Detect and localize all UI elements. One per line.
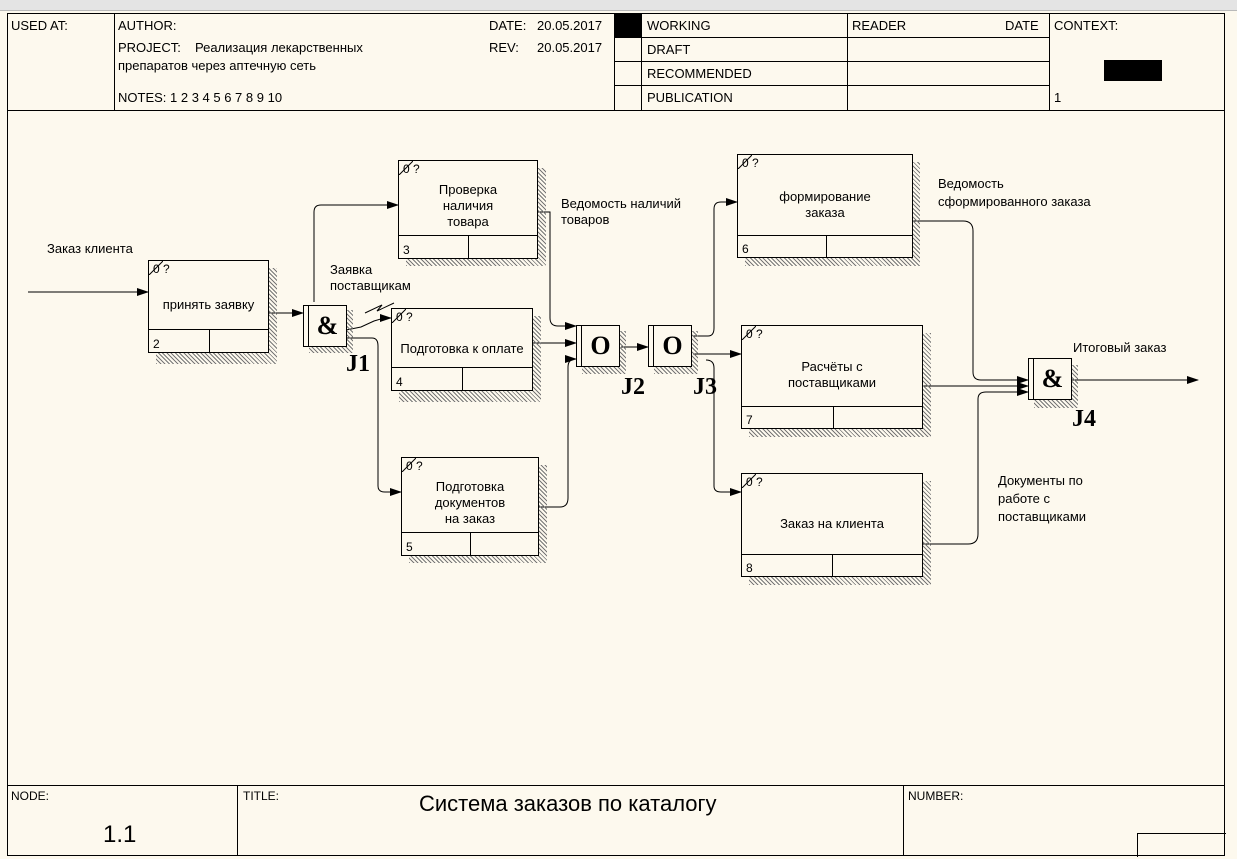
label-supplier-request-1: Заявка: [330, 262, 373, 277]
label-final-order: Итоговый заказ: [1073, 340, 1167, 355]
project-name-line2: препаратов через аптечную сеть: [118, 58, 316, 73]
arrow-box5-to-j2: [539, 355, 577, 508]
label-order-client: Заказ клиента: [47, 241, 133, 256]
label-availability-2: товаров: [561, 212, 610, 227]
author-label: AUTHOR:: [118, 18, 177, 33]
node-label: NODE:: [11, 789, 50, 803]
box-4-name: Подготовка к оплате: [400, 341, 524, 356]
box-3-cost: 0 ?: [403, 162, 420, 176]
project-label: PROJECT:: [118, 40, 181, 55]
junction-j1[interactable]: &: [303, 305, 347, 347]
label-supplier-request-2: поставщикам: [330, 278, 411, 293]
label-availability-1: Ведомость наличий: [561, 196, 681, 211]
context-label: CONTEXT:: [1054, 18, 1119, 33]
idef0-diagram-frame: [7, 13, 1225, 856]
box-8-name: Заказ на клиента: [780, 516, 884, 531]
junction-j3[interactable]: O: [648, 325, 692, 367]
arrow-j1-to-box4: [345, 314, 392, 331]
junction-j2[interactable]: O: [576, 325, 620, 367]
squiggle-supplier-request: [364, 302, 395, 314]
junction-j4-symbol: &: [1033, 359, 1071, 399]
junction-j2-symbol: O: [581, 326, 619, 366]
reader-date-label: DATE: [1005, 18, 1039, 33]
label-docs-2: работе с: [998, 491, 1050, 506]
context-thumbnail: [1104, 60, 1162, 81]
status-recommended: RECOMMENDED: [647, 66, 752, 81]
date-label: DATE:: [489, 18, 527, 33]
junction-j4-label: J4: [1072, 406, 1096, 432]
box-2-cost: 0 ?: [153, 262, 170, 276]
diagram-title: Система заказов по каталогу: [419, 791, 717, 816]
project-name-line1: Реализация лекарственных: [195, 40, 363, 55]
box-7-number: 7: [746, 413, 753, 427]
status-working: WORKING: [647, 18, 711, 33]
box-5-number: 5: [406, 540, 413, 554]
number-label: NUMBER:: [908, 789, 964, 803]
node-value: 1.1: [103, 821, 137, 848]
context-node-number: 1: [1054, 90, 1062, 105]
junction-j3-label: J3: [693, 374, 717, 400]
label-formed-order-1: Ведомость: [938, 176, 1004, 191]
used-at-label: USED AT:: [11, 18, 68, 33]
box-8-number: 8: [746, 561, 753, 575]
status-draft: DRAFT: [647, 42, 691, 57]
box-8-cost: 0 ?: [746, 475, 763, 489]
arrow-j1-to-box5: [346, 337, 402, 496]
date-value: 20.05.2017: [537, 18, 603, 33]
activity-box-4[interactable]: 0 ? Подготовка к оплате 4: [391, 308, 533, 391]
box-2-name: принять заявку: [162, 297, 255, 312]
status-publication: PUBLICATION: [647, 90, 733, 105]
activity-box-8[interactable]: 0 ? Заказ на клиента 8: [741, 473, 923, 577]
box-5-cost: 0 ?: [406, 459, 423, 473]
arrow-j1-to-box3: [313, 201, 399, 302]
arrow-j3-to-box6: [693, 198, 738, 337]
box-2-number: 2: [153, 337, 160, 351]
activity-box-2[interactable]: 0 ? принять заявку 2: [148, 260, 269, 353]
junction-j4[interactable]: &: [1028, 358, 1072, 400]
reader-label: READER: [852, 18, 907, 33]
diagram-footer: NODE: 1.1 TITLE: Система заказов по ката…: [7, 785, 1226, 857]
box-7-cost: 0 ?: [746, 327, 763, 341]
arrow-box8-to-j4: [922, 388, 1029, 545]
label-formed-order-2: сформированного заказа: [938, 194, 1091, 209]
rev-value: 20.05.2017: [537, 40, 603, 55]
window-top-bar: [0, 0, 1237, 11]
label-docs-1: Документы по: [998, 473, 1083, 488]
label-docs-3: поставщиками: [998, 509, 1087, 524]
box-3-number: 3: [403, 243, 410, 257]
arrow-box3-to-j2: [538, 211, 577, 330]
junction-j1-symbol: &: [308, 306, 346, 346]
box-6-cost: 0 ?: [742, 156, 759, 170]
footer-corner-cell: [1137, 833, 1226, 857]
box-6-number: 6: [742, 242, 749, 256]
notes-label: NOTES: 1 2 3 4 5 6 7 8 9 10: [118, 90, 283, 105]
box-4-cost: 0 ?: [396, 310, 413, 324]
diagram-header: USED AT: AUTHOR: PROJECT: Реализация лек…: [7, 13, 1225, 111]
title-label: TITLE:: [243, 789, 280, 803]
junction-j2-label: J2: [621, 374, 645, 400]
junction-j1-label: J1: [346, 351, 370, 377]
working-status-marker: [615, 14, 641, 37]
junction-j3-symbol: O: [653, 326, 691, 366]
arrow-j3-to-box8: [705, 359, 742, 496]
rev-label: REV:: [489, 40, 519, 55]
arrow-box6-to-j4: [912, 220, 1029, 384]
box-4-number: 4: [396, 375, 403, 389]
